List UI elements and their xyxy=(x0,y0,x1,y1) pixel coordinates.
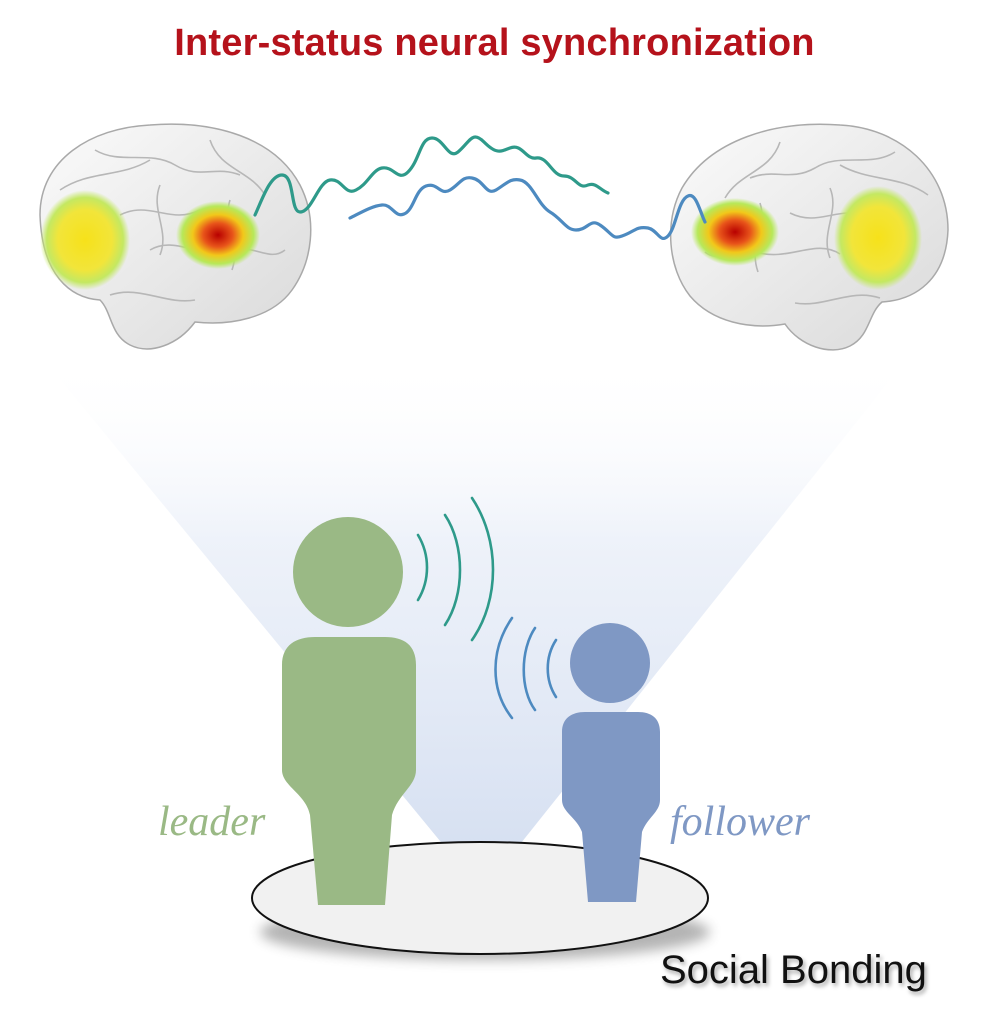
leader-brain-wave xyxy=(253,135,610,217)
diagram-title: Inter-status neural synchronization xyxy=(174,22,815,64)
follower-speech-waves xyxy=(494,616,558,720)
leader-label: leader xyxy=(158,799,266,845)
follower-figure xyxy=(562,623,660,902)
social-bonding-label: Social Bonding xyxy=(660,948,927,992)
projection-cone xyxy=(40,355,910,892)
leader-brain xyxy=(39,123,312,350)
leader-figure xyxy=(282,517,416,905)
follower-label: follower xyxy=(670,799,811,845)
leader-speech-waves xyxy=(416,496,495,642)
follower-brain xyxy=(669,123,949,351)
follower-brain-wave xyxy=(348,176,707,240)
